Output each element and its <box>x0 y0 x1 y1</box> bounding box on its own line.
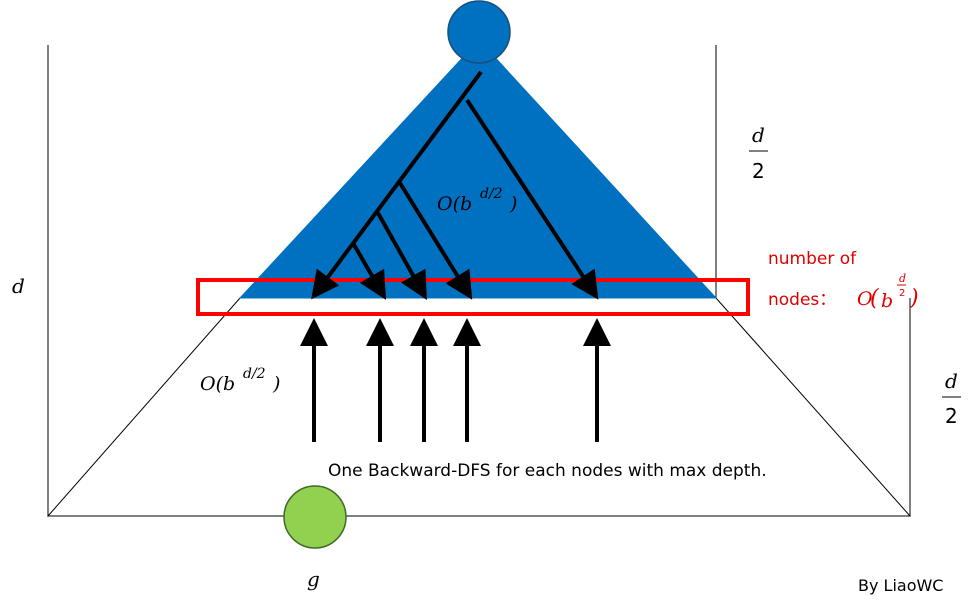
frontier-box <box>196 278 750 316</box>
complexity-backward-exp: d/2 <box>243 366 266 382</box>
dfs-branch-small <box>351 241 387 300</box>
start-node <box>447 0 511 64</box>
nodes-complexity-o: O <box>857 288 873 310</box>
half-depth-top-num: d <box>752 123 765 147</box>
complexity-backward-close: ) <box>272 373 280 395</box>
goal-label: g <box>307 567 320 591</box>
half-depth-bottom-den: 2 <box>945 404 958 428</box>
nodes-complexity-b: b <box>881 290 893 312</box>
complexity-backward-base: O(b <box>200 373 235 395</box>
complexity-forward-label: O(b d/2 ) <box>437 186 517 215</box>
half-depth-bottom-label: d 2 <box>942 369 961 428</box>
complexity-forward-base: O(b <box>437 193 472 215</box>
backward-dfs-arrows <box>300 318 611 442</box>
complexity-forward-exp: d/2 <box>480 186 503 202</box>
nodes-complexity-open: ( <box>870 286 879 311</box>
dfs-branch-mid <box>398 181 473 300</box>
nodes-complexity-exp-num: d <box>899 272 906 285</box>
half-depth-top-label: d 2 <box>749 123 768 183</box>
credit: By LiaoWC <box>858 576 943 595</box>
nodes-complexity-close: ) <box>909 286 919 311</box>
complexity-forward-close: ) <box>509 193 517 215</box>
goal-node <box>283 485 347 549</box>
nodes-complexity: O ( b d 2 ) <box>857 272 919 312</box>
dfs-branch-right <box>465 98 599 300</box>
half-depth-bottom-num: d <box>945 369 958 393</box>
backward-search-tree <box>46 297 912 517</box>
dfs-branch-inner <box>376 212 427 300</box>
caption: One Backward-DFS for each nodes with max… <box>328 461 767 481</box>
depth-label: d <box>12 274 25 298</box>
complexity-backward-label: O(b d/2 ) <box>200 366 280 395</box>
dfs-main-branch <box>311 70 483 300</box>
half-depth-top-den: 2 <box>752 159 765 183</box>
nodes-complexity-exp-den: 2 <box>899 288 905 299</box>
forward-dfs-arrows <box>311 70 599 300</box>
nodes-label-line2: nodes： <box>768 290 836 310</box>
nodes-label-line1: number of <box>768 249 857 269</box>
